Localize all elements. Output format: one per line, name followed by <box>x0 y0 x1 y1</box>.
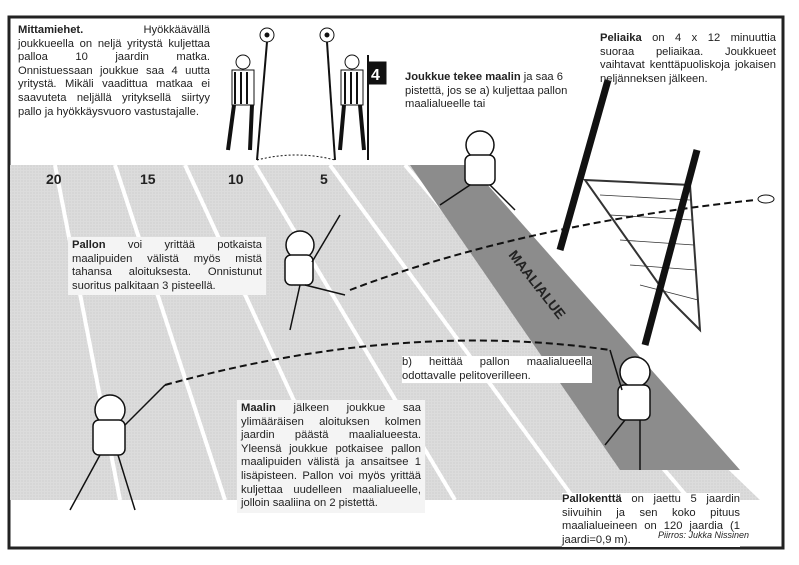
yard-numbers: 20 15 10 5 <box>46 171 328 187</box>
player-runner <box>439 130 516 211</box>
goal-post-left <box>556 79 612 251</box>
player-receiver <box>604 349 651 470</box>
ball-icon <box>757 194 775 204</box>
referee-right <box>319 27 387 161</box>
down-marker: 4 <box>371 67 380 84</box>
goal-post-right <box>641 149 701 346</box>
text-field-goal: Pallon voi yrittää potkaista maalipuiden… <box>68 237 266 296</box>
end-zone <box>410 165 740 470</box>
text-pallokentta: Pallokenttä on jaettu 5 jaardin siivuihi… <box>562 493 740 548</box>
yard-label: 10 <box>228 171 244 187</box>
pass-trajectory <box>164 339 611 386</box>
yard-label: 15 <box>140 171 156 187</box>
text-extra-point: Maalin jälkeen joukkue saa ylimääräisen … <box>237 400 425 513</box>
referee-left <box>226 27 275 161</box>
text-mittamiehet: Mittamiehet. Hyökkäävällä joukkueella on… <box>18 24 210 118</box>
yard-label: 20 <box>46 171 62 187</box>
yard-label: 5 <box>320 171 328 187</box>
player-quarterback <box>69 384 166 511</box>
kick-trajectory <box>349 199 756 291</box>
goal-net <box>582 178 702 333</box>
text-touchdown: Joukkue tekee maalin ja saa 6 pistettä, … <box>405 71 568 111</box>
illustrator-credit: Piirros: Jukka Nissinen <box>658 530 750 540</box>
text-pass: b) heittää pallon maalialueella odottava… <box>402 356 592 384</box>
player-kicker <box>284 214 346 331</box>
text-peliaika: Peliaika on 4 x 12 minuuttia suoraa peli… <box>600 32 776 85</box>
